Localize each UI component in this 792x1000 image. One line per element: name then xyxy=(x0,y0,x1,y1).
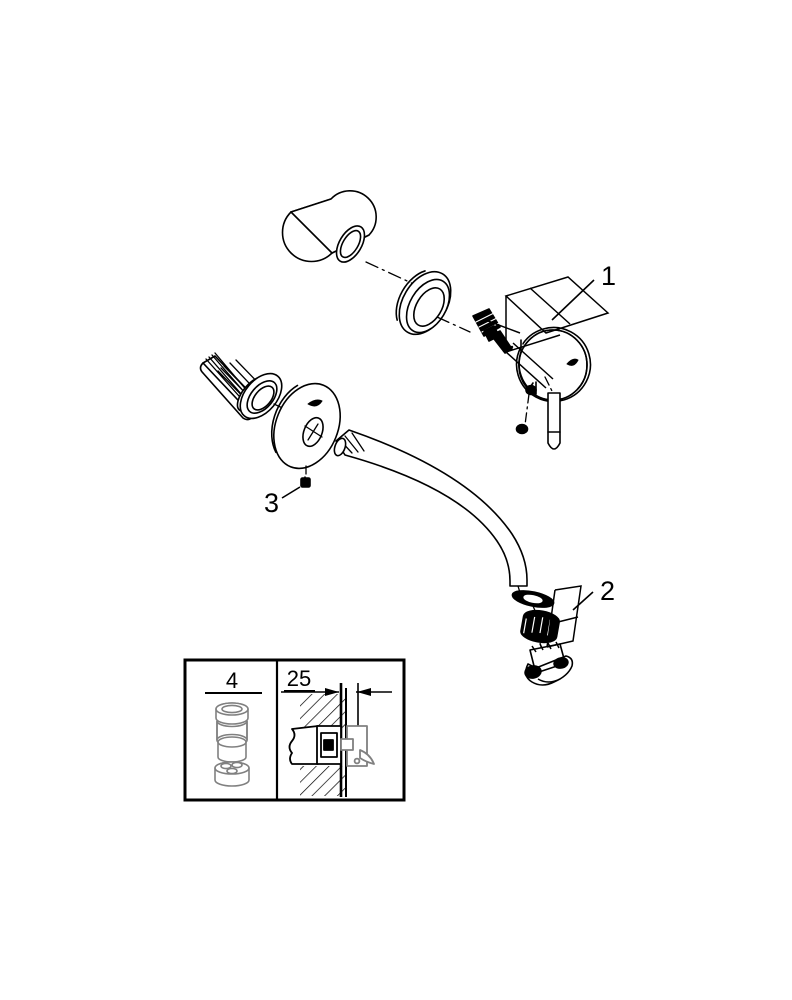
dimension-arrow-right xyxy=(357,688,371,696)
handle-assembly-group xyxy=(281,190,592,450)
callout-2-leader xyxy=(572,591,594,611)
callout-3-label: 3 xyxy=(264,488,279,518)
centre-line-collar xyxy=(532,605,537,614)
callout-2-bracket xyxy=(546,585,582,648)
part-handle-screw-a xyxy=(525,382,537,396)
escutcheon-assembly-group xyxy=(199,352,351,488)
part-spout-collar xyxy=(520,609,560,644)
part-handle-screw-b xyxy=(515,423,529,435)
centre-line-handle-screws xyxy=(524,393,530,426)
callout-3-leader xyxy=(281,486,301,499)
spout-mounting-group xyxy=(511,585,574,686)
part-handle-sleeve xyxy=(281,190,377,263)
centre-line-ring-adapter xyxy=(436,316,471,333)
built-in-valve-section xyxy=(288,725,342,765)
callout-1-bracket xyxy=(487,276,610,389)
wall-lever-trim xyxy=(340,725,375,767)
callout-2-label: 2 xyxy=(600,576,615,606)
part-spout-mounting-bracket xyxy=(524,641,574,686)
inset-part-4-label: 4 xyxy=(226,668,238,693)
part-seal-washer xyxy=(239,372,283,420)
part-spout-escutcheon-plate xyxy=(270,382,341,470)
part-escutcheon-grub-screw xyxy=(300,476,311,488)
centre-line-handle-lever xyxy=(544,376,554,394)
part-knurled-cartridge-adapter xyxy=(472,308,501,342)
centre-line-sleeve-ring xyxy=(365,261,419,287)
part-curved-spout xyxy=(333,429,528,587)
part-lever-handle xyxy=(547,392,561,450)
callout-1-label: 1 xyxy=(601,261,616,291)
inset-dimension-25-label: 25 xyxy=(287,666,311,691)
detail-inset: 4 25 xyxy=(183,658,406,802)
part-aerator-cartridge xyxy=(214,702,250,787)
dimension-arrow-left xyxy=(325,688,339,696)
callout-1-leader xyxy=(551,279,595,321)
wall-section-detail xyxy=(281,683,392,797)
